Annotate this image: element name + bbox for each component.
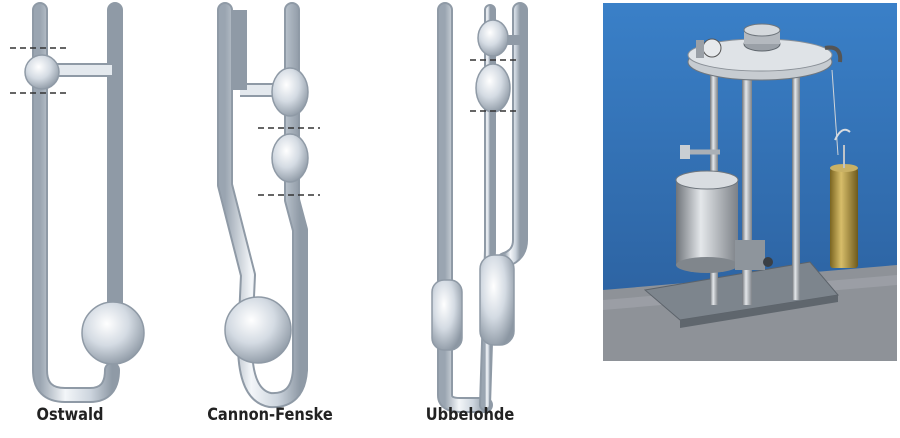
cannon-fenske-viscometer bbox=[225, 10, 320, 400]
caption-cannon-fenske: Cannon-Fenske bbox=[201, 405, 339, 431]
ubbelohde-top-bulb bbox=[478, 20, 508, 56]
apparatus-brass-weight bbox=[830, 168, 858, 268]
ostwald-upper-bulb bbox=[25, 55, 59, 89]
ubbelohde-viscometer bbox=[432, 10, 520, 405]
cannon-middle-bulb bbox=[272, 134, 308, 182]
cannon-upper-bulb bbox=[272, 68, 308, 116]
ostwald-lower-bulb bbox=[82, 302, 144, 364]
caption-ostwald: Ostwald bbox=[27, 405, 113, 431]
ubbelohde-left-reservoir bbox=[432, 280, 462, 350]
apparatus-rod-right bbox=[792, 55, 800, 300]
cannon-lower-bulb bbox=[225, 297, 291, 363]
ubbelohde-measuring-bulb bbox=[476, 64, 510, 112]
ostwald-viscometer bbox=[10, 10, 144, 395]
ubbelohde-right-reservoir bbox=[480, 255, 514, 345]
caption-ubbelohde: Ubbelohde bbox=[423, 405, 518, 431]
apparatus-sample-cup bbox=[676, 180, 738, 265]
viscometer-apparatus-photo bbox=[603, 3, 897, 361]
